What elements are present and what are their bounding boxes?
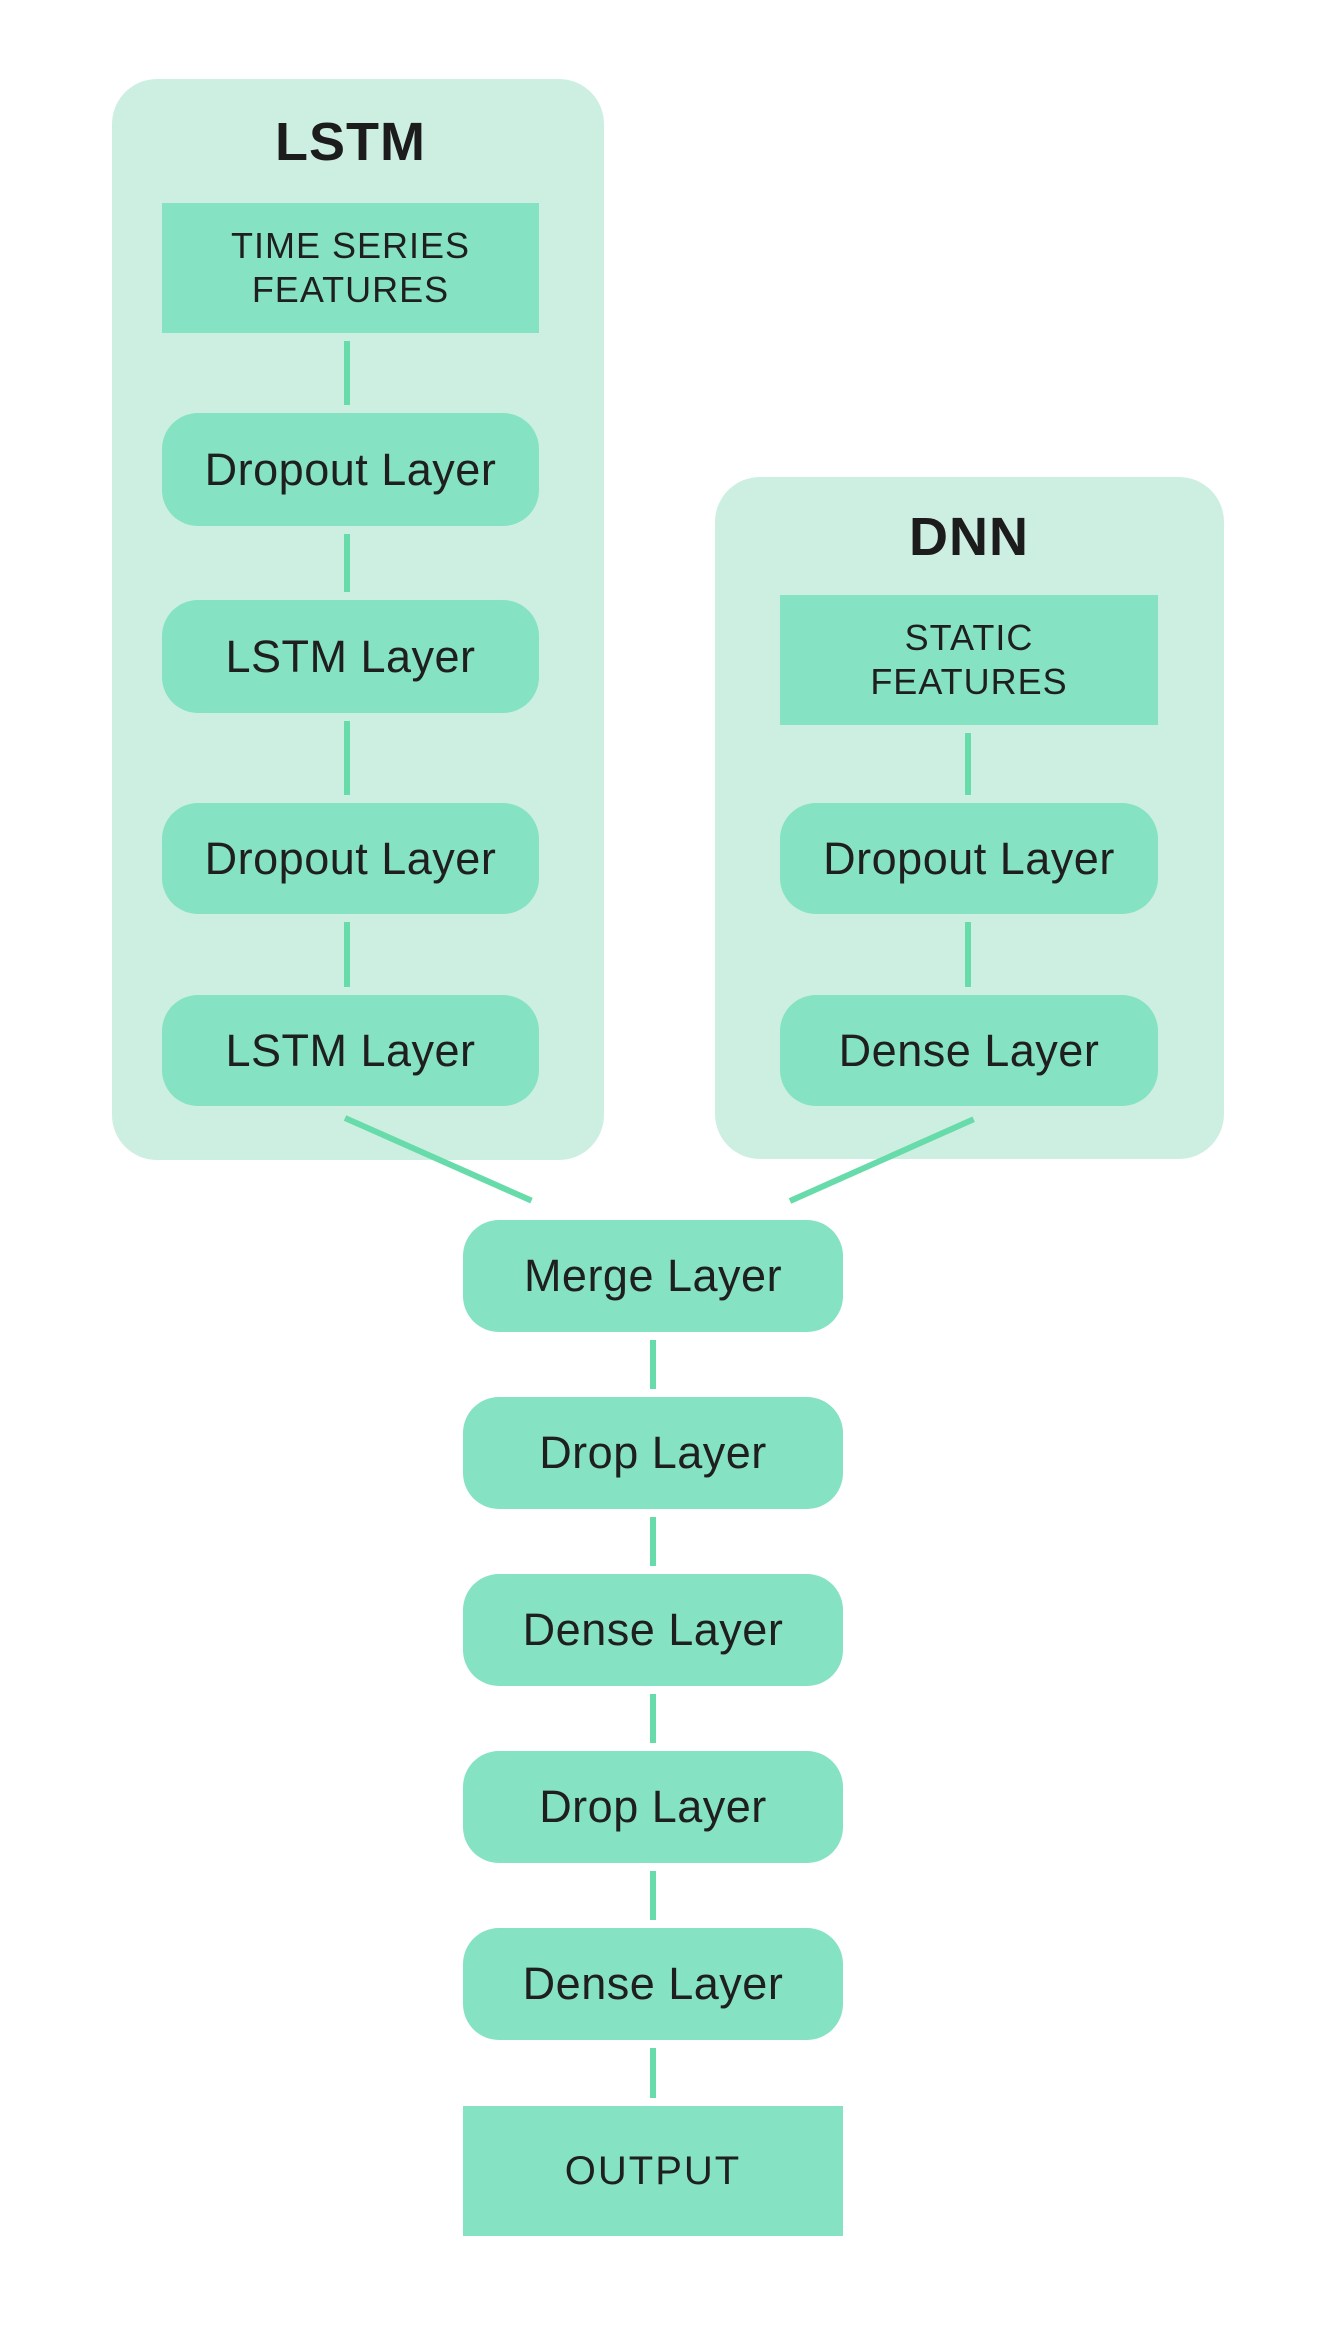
lstm-dropout-layer-label-2: Dropout Layer: [204, 832, 497, 884]
dnn-dense-layer-box: Dense Layer: [780, 995, 1158, 1106]
connector-line: [344, 534, 350, 592]
lstm-dropout-layer-box-1: Dropout Layer: [162, 413, 539, 526]
time-series-features-box: TIME SERIES FEATURES: [162, 203, 539, 333]
merged-drop-layer-box-2: Drop Layer: [463, 1751, 843, 1863]
lstm-branch-title-label: LSTM: [275, 112, 426, 172]
lstm-branch-title: LSTM: [162, 112, 539, 172]
merged-dense-layer-box-1: Dense Layer: [463, 1574, 843, 1686]
dnn-dropout-layer-box: Dropout Layer: [780, 803, 1158, 914]
connector-line: [650, 1871, 656, 1920]
connector-line: [965, 922, 971, 987]
connector-line: [650, 2048, 656, 2098]
connector-line: [344, 341, 350, 405]
dnn-branch-title: DNN: [780, 507, 1158, 567]
connector-line: [344, 922, 350, 987]
merged-dense-layer-label-2: Dense Layer: [522, 1958, 784, 2009]
merged-drop-layer-label-1: Drop Layer: [539, 1427, 767, 1478]
lstm-layer-box-1: LSTM Layer: [162, 600, 539, 713]
connector-line: [650, 1517, 656, 1566]
connector-line: [344, 721, 350, 795]
output-box: OUTPUT: [463, 2106, 843, 2236]
connector-line: [650, 1694, 656, 1743]
merge-layer-box: Merge Layer: [463, 1220, 843, 1332]
merge-layer-label: Merge Layer: [523, 1250, 783, 1301]
static-features-label: STATIC FEATURES: [870, 617, 1068, 702]
merged-drop-layer-label-2: Drop Layer: [539, 1781, 767, 1832]
lstm-layer-label-2: LSTM Layer: [225, 1024, 476, 1076]
merged-dense-layer-label-1: Dense Layer: [522, 1604, 784, 1655]
lstm-layer-label-1: LSTM Layer: [225, 630, 476, 682]
connector-line: [650, 1340, 656, 1389]
lstm-dropout-layer-box-2: Dropout Layer: [162, 803, 539, 914]
dnn-dense-layer-label: Dense Layer: [838, 1024, 1100, 1076]
merged-dense-layer-box-2: Dense Layer: [463, 1928, 843, 2040]
merged-drop-layer-box-1: Drop Layer: [463, 1397, 843, 1509]
lstm-layer-box-2: LSTM Layer: [162, 995, 539, 1106]
time-series-features-label: TIME SERIES FEATURES: [230, 225, 471, 310]
connector-line: [965, 733, 971, 795]
output-label: OUTPUT: [564, 2148, 742, 2193]
dnn-dropout-layer-label: Dropout Layer: [823, 832, 1115, 884]
lstm-dropout-layer-label-1: Dropout Layer: [204, 443, 497, 495]
static-features-box: STATIC FEATURES: [780, 595, 1158, 725]
dnn-branch-title-label: DNN: [909, 507, 1029, 567]
